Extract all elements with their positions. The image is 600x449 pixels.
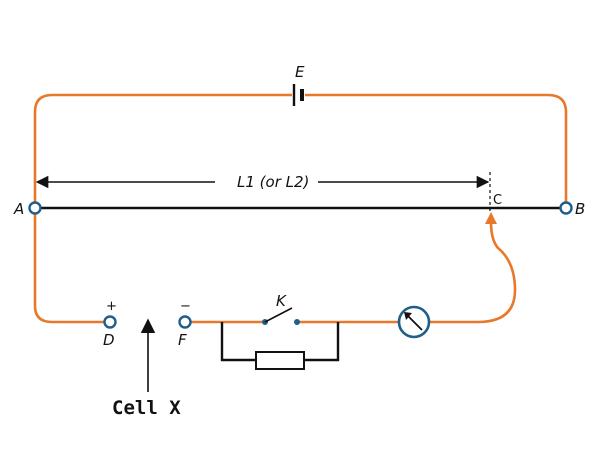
galvanometer-icon bbox=[397, 305, 431, 339]
primary-wire-top bbox=[33, 93, 568, 208]
resistor-branch bbox=[220, 322, 340, 362]
terminal-b bbox=[559, 201, 573, 215]
terminal-d bbox=[103, 315, 117, 329]
terminal-a bbox=[28, 201, 42, 215]
point-a-label: A bbox=[13, 200, 24, 218]
secondary-wire-left bbox=[33, 208, 104, 324]
emf-label: E bbox=[295, 63, 305, 81]
key-switch-icon bbox=[262, 307, 300, 325]
point-b-label: B bbox=[575, 200, 585, 218]
plus-sign: + bbox=[106, 299, 117, 314]
battery-icon bbox=[292, 84, 304, 106]
point-c-label: C bbox=[493, 193, 502, 208]
terminal-d-label: D bbox=[103, 331, 115, 349]
secondary-wire-right bbox=[191, 221, 517, 324]
length-label: L1 (or L2) bbox=[237, 173, 309, 191]
resistor-icon bbox=[255, 351, 305, 370]
jockey-arrow-icon bbox=[485, 212, 497, 224]
cell-x-label: Cell X bbox=[112, 397, 181, 419]
key-label: K bbox=[276, 292, 287, 310]
terminal-f bbox=[178, 315, 192, 329]
minus-sign: − bbox=[180, 299, 191, 314]
terminal-f-label: F bbox=[178, 331, 187, 349]
